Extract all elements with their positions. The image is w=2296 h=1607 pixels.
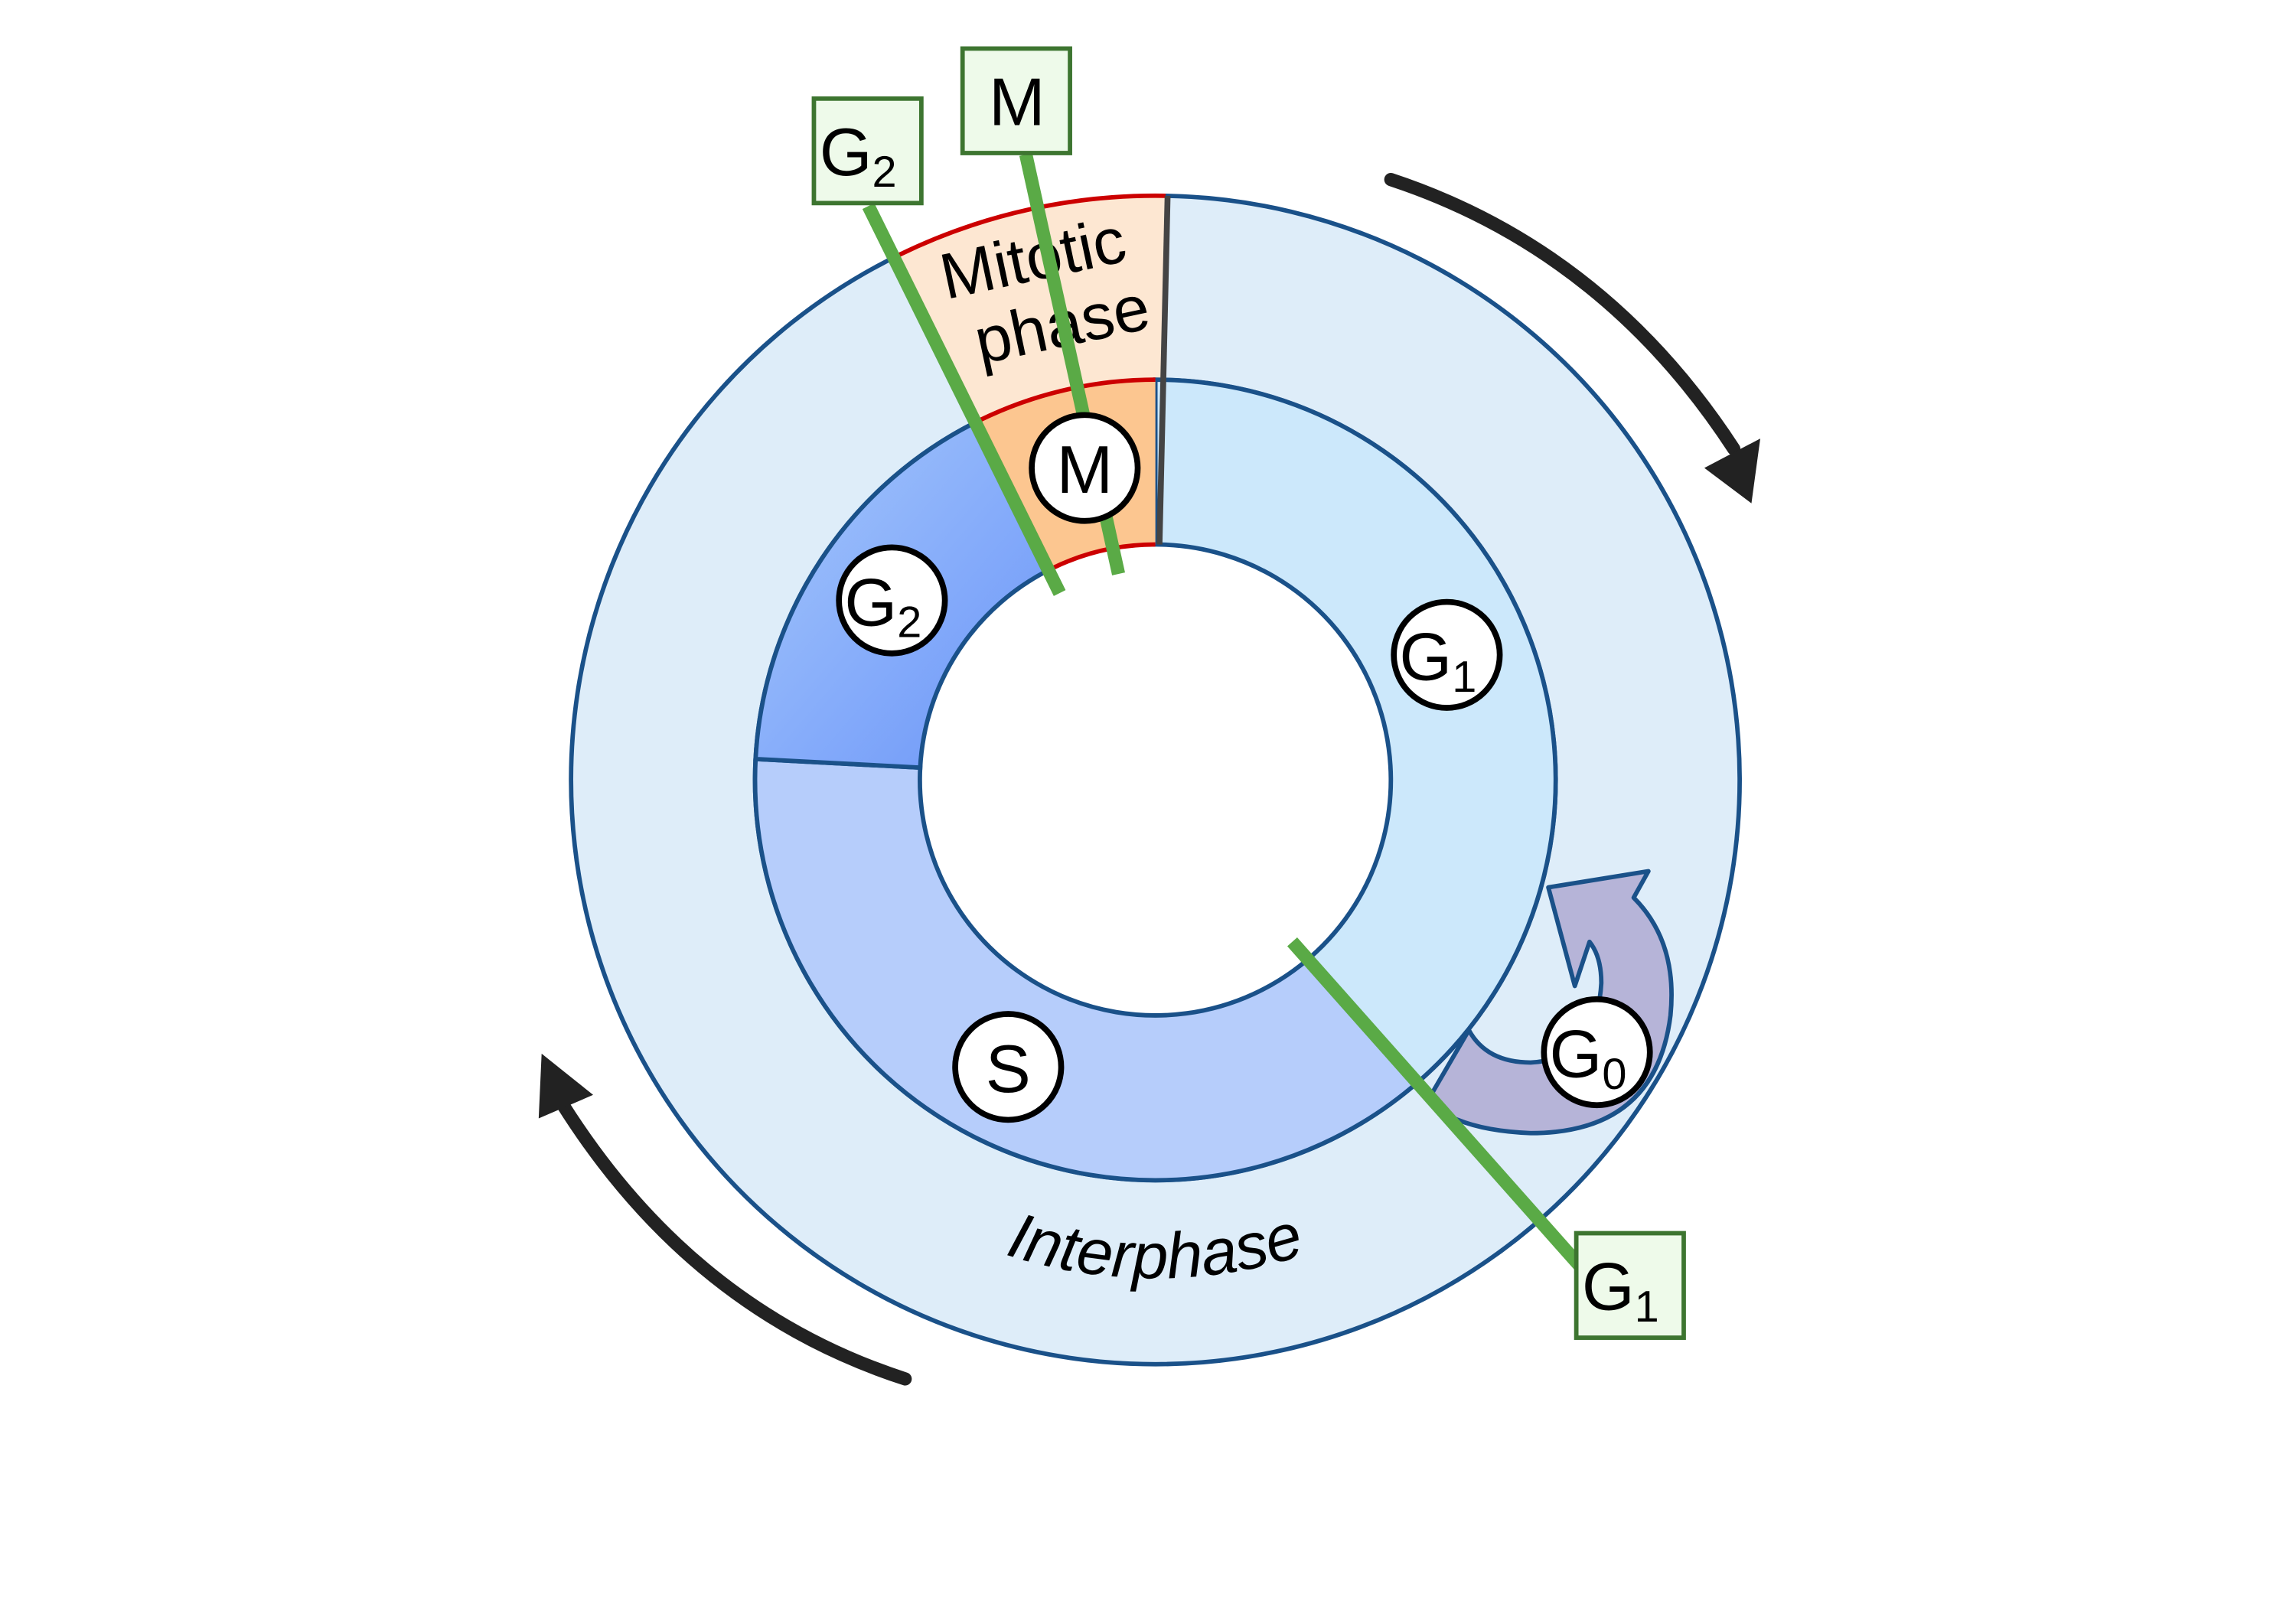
checkpoint-box xyxy=(1574,1231,1686,1340)
m-segment-inner-outline xyxy=(1051,542,1156,571)
m-segment-outline xyxy=(979,377,1156,422)
phase-label: S xyxy=(986,1031,1031,1107)
g1-segment xyxy=(1153,377,1558,1086)
s-segment xyxy=(752,756,1421,1183)
checkpoint-line xyxy=(1287,937,1587,1273)
mitotic-band-outline xyxy=(898,193,1166,257)
phase-badge-circle xyxy=(836,544,948,657)
clockwise-arrow-top-right xyxy=(1384,172,1760,504)
phase-badge-g1: G1 xyxy=(1391,598,1503,711)
phase-badge-m: M xyxy=(1029,412,1141,524)
phase-subscript: 1 xyxy=(1452,653,1476,702)
checkpoint-m: M xyxy=(960,46,1125,575)
phase-badge-s: S xyxy=(952,1011,1065,1123)
phase-badge-g2: G2 xyxy=(836,544,948,657)
checkpoint-subscript: 1 xyxy=(1635,1283,1659,1332)
checkpoint-box xyxy=(811,96,924,206)
phase-subscript: 0 xyxy=(1602,1050,1626,1099)
checkpoint-g1: G1 xyxy=(1287,937,1686,1340)
phase-boundary xyxy=(1156,195,1171,545)
mitotic-band xyxy=(899,195,1166,421)
phase-label: M xyxy=(1056,432,1113,507)
checkpoint-box xyxy=(960,46,1072,155)
checkpoint-subscript: 2 xyxy=(872,148,897,197)
phase-badge-circle xyxy=(952,1011,1065,1123)
clockwise-arrow-bottom-left xyxy=(538,1053,912,1386)
phase-badge-circle xyxy=(1391,598,1503,711)
phase-badge-g0: G0 xyxy=(1541,996,1653,1109)
checkpoint-g2: G2 xyxy=(811,96,1066,596)
phase-subscript: 2 xyxy=(897,598,921,647)
checkpoint-label: M xyxy=(989,64,1045,139)
phase-badge-circle xyxy=(1029,412,1141,524)
checkpoint-line xyxy=(862,203,1066,596)
phase-badge-circle xyxy=(1541,996,1653,1109)
